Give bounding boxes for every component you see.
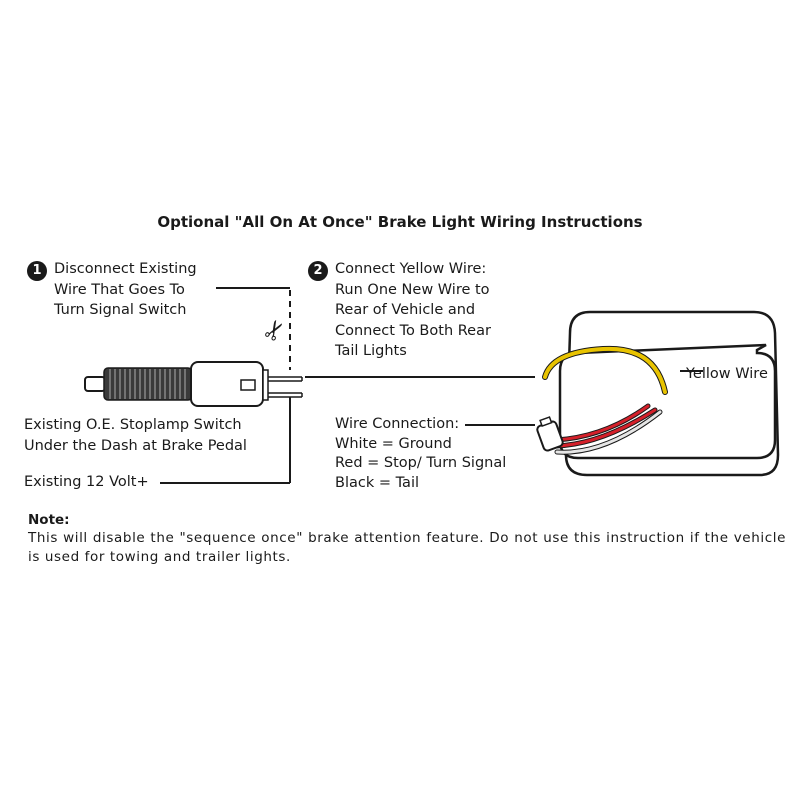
step-1-line: Disconnect Existing: [54, 261, 197, 277]
volt-label: Existing 12 Volt+: [24, 474, 149, 490]
stoplamp-switch-icon: [84, 361, 303, 407]
stoplamp-label-line: Under the Dash at Brake Pedal: [24, 437, 247, 454]
scissors-icon: ✂: [257, 314, 294, 348]
yellow-wire-label: Yellow Wire: [685, 366, 768, 382]
wire-connection-heading: Wire Connection:: [335, 416, 460, 432]
step-2-number: 2: [308, 261, 328, 281]
note-title: Note:: [28, 512, 70, 528]
step-2-line: Rear of Vehicle and: [335, 302, 476, 318]
step-1-line: Turn Signal Switch: [54, 302, 187, 318]
note-text: This will disable the "sequence once" br…: [28, 530, 786, 565]
svg-text:✂: ✂: [257, 314, 294, 348]
step-2-line: Connect To Both Rear: [335, 322, 491, 339]
step-1-line: Wire That Goes To: [54, 281, 185, 298]
step-2-line: Connect Yellow Wire:: [335, 261, 487, 277]
step-2-text: Connect Yellow Wire: Run One New Wire to…: [335, 259, 491, 362]
step-1-badge: 1: [27, 259, 47, 281]
yellow-wire-icon: [542, 345, 668, 395]
step-2-line: Run One New Wire to: [335, 281, 490, 298]
stoplamp-label: Existing O.E. Stoplamp Switch Under the …: [24, 415, 247, 456]
bulb-socket-icon: [536, 403, 663, 455]
step-2-line: Tail Lights: [335, 343, 407, 359]
wire-connection-line: Red = Stop/ Turn Signal: [335, 455, 507, 471]
stoplamp-label-line: Existing O.E. Stoplamp Switch: [24, 417, 242, 433]
wire-connection-line: Black = Tail: [335, 474, 419, 491]
step-1-text: Disconnect Existing Wire That Goes To Tu…: [54, 259, 197, 321]
page-title: Optional "All On At Once" Brake Light Wi…: [157, 213, 643, 231]
step-1-number: 1: [27, 261, 47, 281]
wire-connection-legend: Wire Connection: White = Ground Red = St…: [335, 415, 506, 493]
step-2-badge: 2: [308, 259, 328, 281]
wire-connection-line: White = Ground: [335, 435, 452, 452]
